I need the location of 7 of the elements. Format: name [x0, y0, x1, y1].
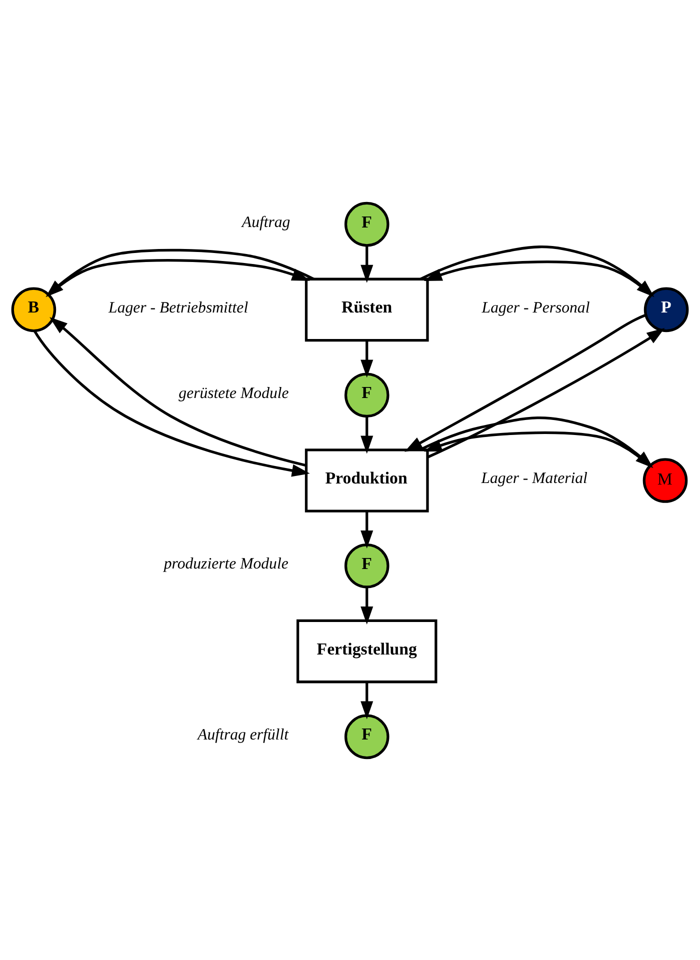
node-label: Lager - Betriebsmittel [108, 298, 248, 316]
node-label: Auftrag erfüllt [198, 726, 288, 743]
node-label: gerüstete Module [178, 384, 289, 402]
node-label: Lager - Material [481, 470, 588, 487]
node-label: produzierte Module [164, 555, 288, 572]
node-label: Auftrag [242, 213, 290, 230]
node-label: Lager - Personal [482, 298, 590, 316]
